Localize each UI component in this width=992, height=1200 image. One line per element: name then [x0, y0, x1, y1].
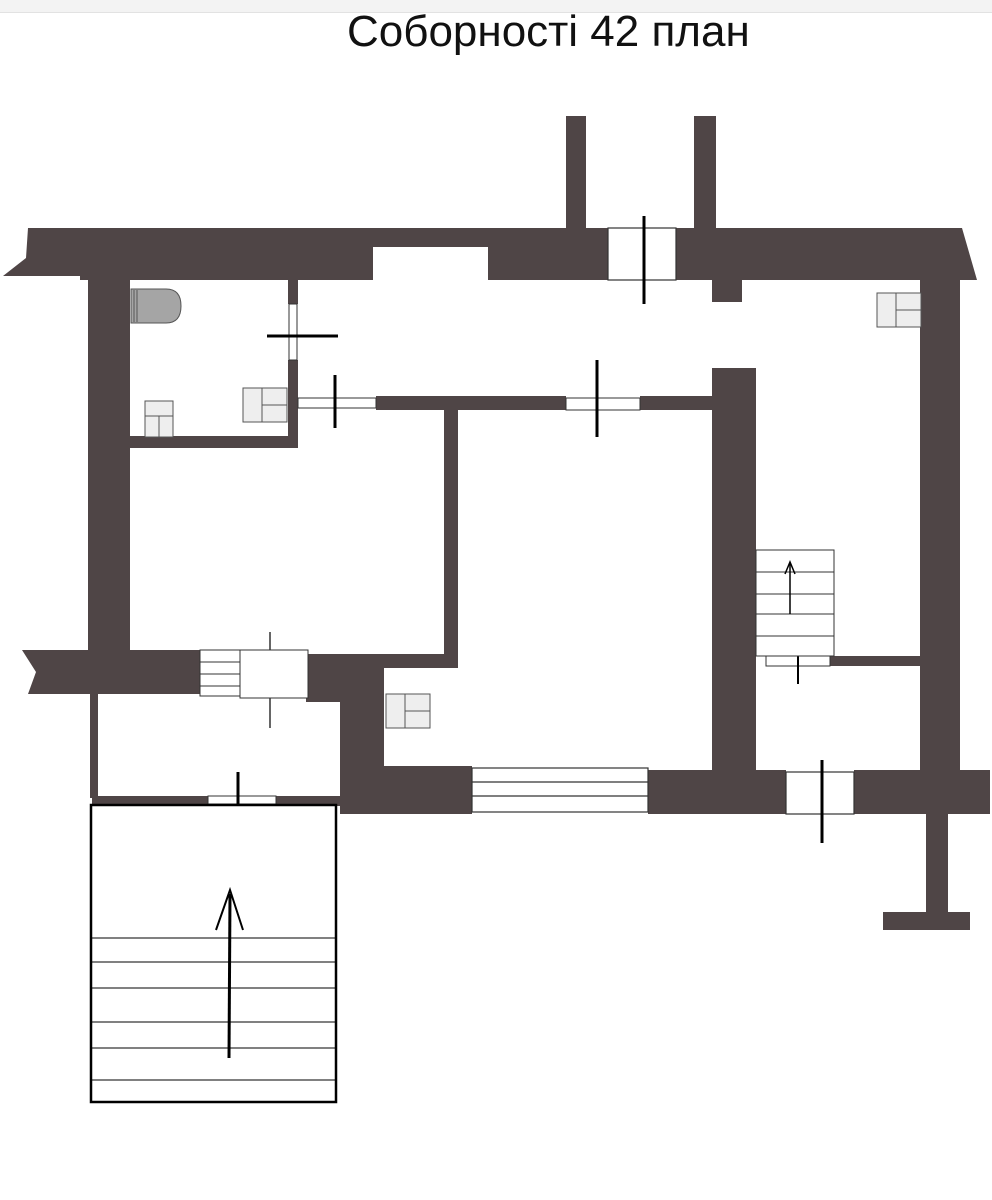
corridor-wall-b [640, 396, 716, 410]
radiator-center [385, 693, 431, 729]
top-stub-left [566, 116, 586, 230]
bottom-wall-c [854, 770, 990, 814]
middle-left-wall [22, 650, 200, 694]
right-outer-wall [920, 276, 960, 776]
window-bottom-center [471, 767, 649, 813]
stair-right-arrow [784, 560, 796, 614]
wc-right-wall-lower [288, 360, 298, 448]
radiator-wc [242, 387, 288, 423]
vestibule-bottom-right [276, 796, 340, 806]
post-stem [926, 812, 948, 918]
left-outer-wall [88, 276, 130, 654]
top-stub-right [694, 116, 716, 230]
browser-top-strip [0, 0, 992, 13]
corridor-wall-a [376, 396, 566, 410]
plan-title: Соборності 42 план [347, 7, 750, 56]
wc-right-wall-upper [288, 280, 298, 304]
sink-fixture [144, 400, 174, 438]
landing-wall [830, 656, 922, 666]
door-corridor-left-frame [297, 397, 377, 409]
door-vestibule-frame [207, 795, 277, 805]
toilet-fixture [130, 288, 182, 324]
top-wall [3, 228, 608, 280]
stair-middle-left [199, 649, 309, 699]
walls [3, 116, 990, 930]
middle-wall-right [306, 654, 458, 668]
door-wc-frame [288, 303, 298, 361]
vestibule-bottom-left [92, 796, 208, 806]
windows [471, 227, 855, 815]
stair-right [755, 549, 835, 657]
vestibule-left-wall [90, 694, 98, 798]
right-inner-wall [712, 368, 756, 814]
bottom-wall-a [340, 766, 472, 814]
window-bottom-right [785, 771, 855, 815]
stair-entrance-arrow [215, 886, 244, 1059]
stair-entrance [89, 803, 338, 1104]
center-divider-wall [444, 404, 458, 668]
window-top [607, 227, 677, 281]
wc-bottom-wall [130, 436, 296, 448]
radiator-top-right [876, 292, 922, 328]
door-corridor-center-frame [565, 397, 641, 411]
post-base [883, 912, 970, 930]
top-wall-right [676, 228, 977, 302]
